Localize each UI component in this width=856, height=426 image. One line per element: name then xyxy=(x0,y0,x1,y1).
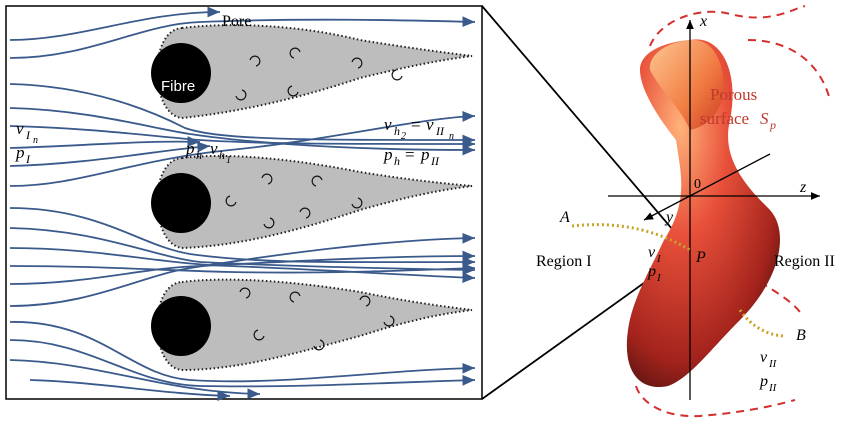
streamlines xyxy=(9,6,476,402)
pore-inlet-velocity-label: v h 1 xyxy=(210,139,231,166)
svg-text:v: v xyxy=(760,349,768,366)
svg-text:n: n xyxy=(449,131,454,142)
velocity-continuity-label: v h 2 = v II n xyxy=(384,115,454,142)
svg-text:II: II xyxy=(768,382,778,394)
pore-shape-2 xyxy=(156,154,473,250)
path-to-B xyxy=(738,309,787,338)
point-B-label: B xyxy=(796,327,806,344)
svg-text:I: I xyxy=(25,152,31,166)
svg-text:h: h xyxy=(394,124,400,138)
svg-text:p: p xyxy=(420,145,430,164)
region-2-velocity-label: v II xyxy=(760,349,778,370)
inlet-pressure-label: p I xyxy=(15,143,31,166)
svg-text:v: v xyxy=(648,244,656,261)
svg-text:p: p xyxy=(15,143,25,162)
surface-symbol-sub: p xyxy=(769,118,776,132)
porous-surface-top-fold xyxy=(649,39,724,130)
coordinate-axes xyxy=(608,20,820,400)
left-panel-frame xyxy=(5,5,483,400)
y-axis xyxy=(643,153,771,221)
svg-text:I: I xyxy=(656,253,662,265)
surface-symbol: S xyxy=(760,109,769,128)
svg-text:2: 2 xyxy=(401,131,406,142)
svg-text:II: II xyxy=(430,154,440,168)
inlet-velocity-label: v I n xyxy=(16,119,38,146)
axis-z-label: z xyxy=(799,179,807,196)
svg-text:p: p xyxy=(759,373,768,390)
svg-text:h: h xyxy=(394,154,400,168)
svg-text:II: II xyxy=(435,124,445,138)
pore-pressure-label: p h xyxy=(185,139,202,162)
pore-shapes xyxy=(156,24,473,372)
porous-surface xyxy=(626,39,780,388)
region-2-label: Region II xyxy=(774,253,835,270)
svg-text:v: v xyxy=(384,115,392,134)
svg-text:p: p xyxy=(647,263,656,280)
svg-text:=: = xyxy=(405,145,415,164)
pressure-continuity-label: p h = p II xyxy=(383,145,440,168)
svg-text:n: n xyxy=(33,135,38,146)
svg-text:II: II xyxy=(768,358,778,370)
vortex-icons xyxy=(225,47,403,351)
left-panel: Pore Fibre v I n p I p h v h 1 v h 2 = v… xyxy=(5,5,483,402)
region-1-velocity-label: v I xyxy=(648,244,662,265)
fibre-circle-3 xyxy=(151,296,211,356)
svg-text:1: 1 xyxy=(226,155,231,166)
svg-text:v: v xyxy=(210,139,218,158)
axis-x-label: x xyxy=(699,13,707,30)
pore-shape-1 xyxy=(156,24,473,120)
svg-text:h: h xyxy=(196,148,202,162)
point-P-label: P xyxy=(695,249,706,266)
pore-label: Pore xyxy=(222,13,251,30)
svg-text:I: I xyxy=(656,272,662,284)
region-1-label: Region I xyxy=(536,253,592,270)
trajectory-dotted xyxy=(571,223,787,338)
point-A-label: A xyxy=(559,209,570,226)
svg-text:=: = xyxy=(411,115,421,134)
svg-text:v: v xyxy=(16,119,24,138)
pore-shape-3 xyxy=(156,278,473,372)
svg-text:h: h xyxy=(219,148,225,162)
svg-text:v: v xyxy=(426,115,434,134)
region-2-pressure-label: p II xyxy=(759,373,778,394)
region-1-pressure-label: p I xyxy=(647,263,662,284)
porous-label: Porous xyxy=(710,85,757,104)
axis-y-label: y xyxy=(664,209,674,226)
right-panel: x y z 0 Porous surface S p A B P Region … xyxy=(536,5,835,418)
fibre-circle-2 xyxy=(151,173,211,233)
svg-text:I: I xyxy=(25,128,31,142)
svg-text:p: p xyxy=(383,145,393,164)
surface-label: surface xyxy=(700,109,749,128)
origin-label: 0 xyxy=(694,177,701,192)
svg-text:p: p xyxy=(185,139,195,158)
fibre-circle-1 xyxy=(151,43,211,103)
fibre-label: Fibre xyxy=(161,78,195,95)
